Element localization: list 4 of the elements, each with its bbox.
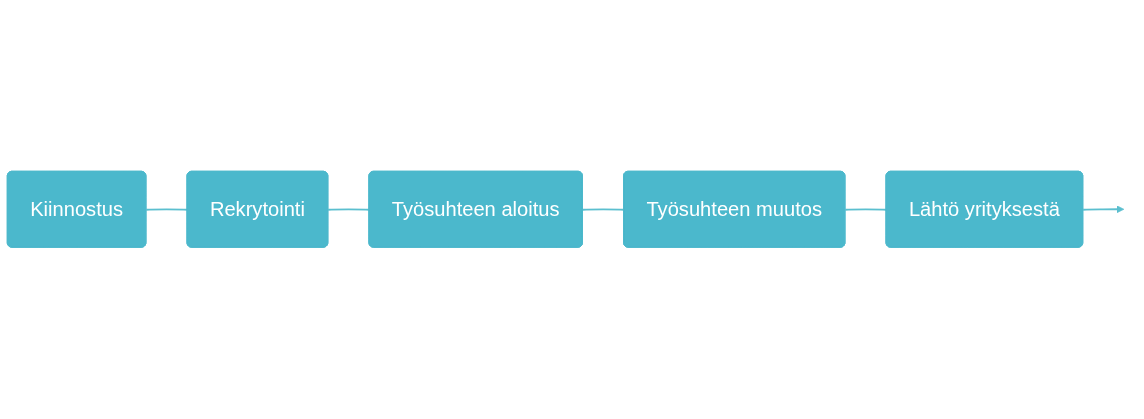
connector: [145, 208, 189, 211]
connector: [581, 208, 625, 211]
arrow: [1082, 205, 1125, 214]
connector: [844, 208, 888, 211]
